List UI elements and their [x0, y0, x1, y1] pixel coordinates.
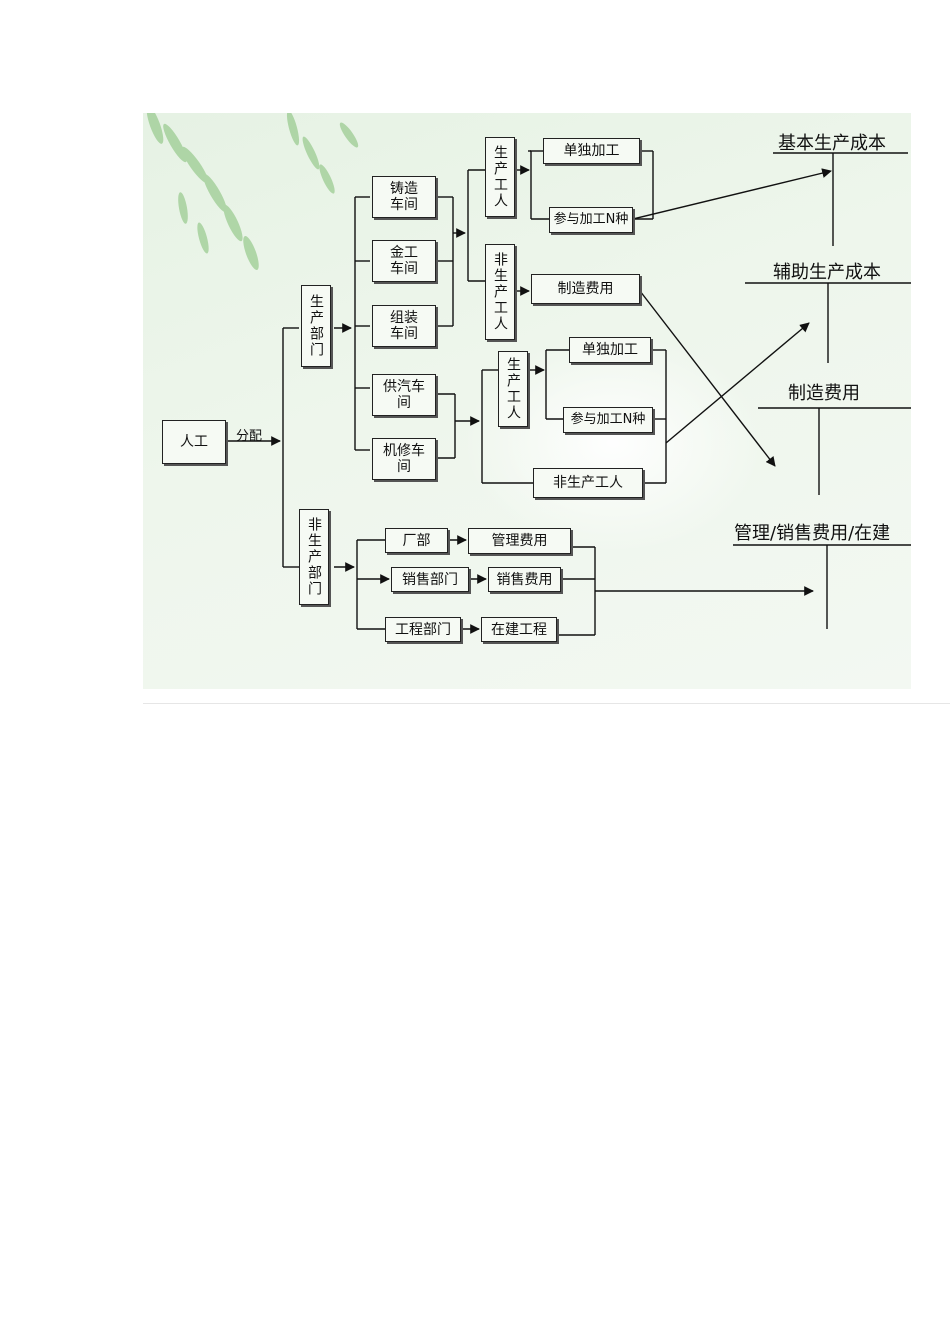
sales-dept-box: 销售部门: [391, 567, 469, 592]
page-divider: [143, 703, 950, 704]
account-management-sales-construction: 管理/销售费用/在建: [734, 523, 891, 544]
g1-manufacturing-overhead: 制造费用: [531, 274, 640, 304]
sales-expense-box: 销售费用: [488, 567, 561, 592]
g2-production-workers: 生产工人: [498, 351, 528, 427]
g1-single-process: 单独加工: [543, 138, 640, 164]
connector-lines: [226, 150, 911, 636]
workshop-steam-supply: 供汽车 间: [372, 374, 436, 416]
g1-nonproduction-workers: 非生产工人: [485, 244, 515, 340]
engineering-dept-box: 工程部门: [385, 617, 461, 642]
willow-leaves-decoration: [146, 113, 359, 271]
production-dept-box: 生产部门: [301, 285, 331, 367]
allocation-label: 分配: [236, 429, 263, 444]
workshop-assembly: 组装 车间: [372, 305, 436, 347]
construction-in-progress-box: 在建工程: [481, 617, 557, 642]
lotus-glow: [463, 333, 763, 553]
factory-office-box: 厂部: [385, 528, 448, 553]
nonproduction-dept-box: 非生产部门: [299, 509, 329, 605]
workshop-casting: 铸造 车间: [372, 176, 436, 218]
account-manufacturing-overhead: 制造费用: [788, 383, 860, 404]
account-auxiliary-production-cost: 辅助生产成本: [773, 262, 881, 283]
g1-production-workers: 生产工人: [485, 137, 515, 217]
workshop-machining: 金工 车间: [372, 240, 436, 282]
g2-multi-process: 参与加工N种: [563, 407, 653, 433]
g1-multi-process: 参与加工N种: [549, 207, 633, 233]
workshop-repair: 机修车 间: [372, 438, 436, 480]
decorative-background: [146, 113, 911, 636]
account-basic-production-cost: 基本生产成本: [778, 133, 886, 154]
g2-nonproduction-workers: 非生产工人: [533, 468, 643, 498]
flow-diagram: 人工 分配 生产部门 非生产部门 铸造 车间 金工 车间 组装 车间 供汽车 间…: [143, 113, 911, 689]
g2-single-process: 单独加工: [569, 337, 651, 363]
management-expense-box: 管理费用: [468, 528, 571, 554]
labor-box: 人工: [162, 420, 226, 464]
